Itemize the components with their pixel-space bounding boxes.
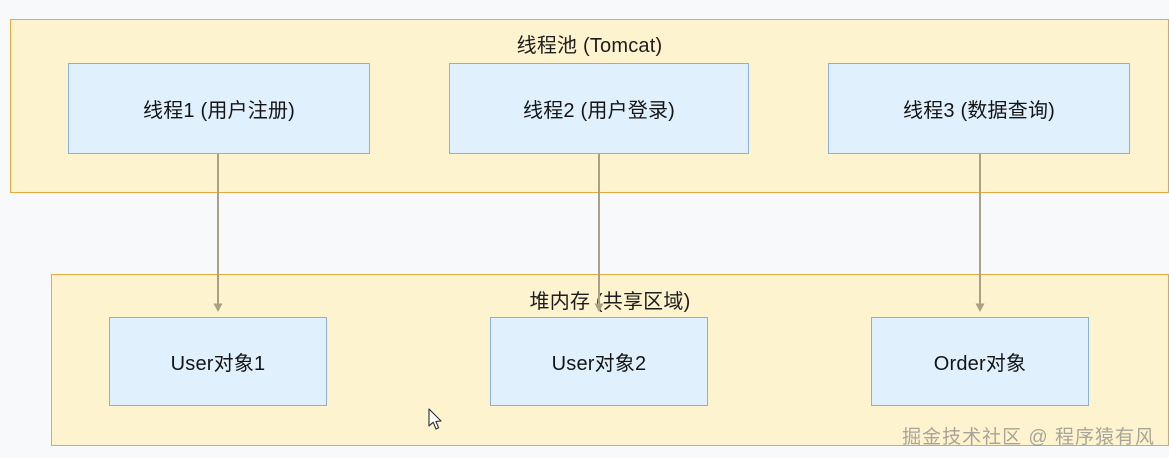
node-thread-1-label: 线程1 (用户注册) [143, 100, 295, 122]
watermark-text: 掘金技术社区 @ 程序猿有风 [902, 427, 1155, 448]
node-order-object-label: Order对象 [933, 353, 1027, 375]
node-user-object-2-label: User对象2 [551, 353, 647, 375]
node-thread-2[interactable]: 线程2 (用户登录) [449, 63, 749, 154]
node-user-object-1-label: User对象1 [170, 353, 266, 375]
node-order-object[interactable]: Order对象 [871, 317, 1089, 406]
node-thread-2-label: 线程2 (用户登录) [523, 100, 675, 122]
node-user-object-2[interactable]: User对象2 [490, 317, 708, 406]
node-thread-3-label: 线程3 (数据查询) [903, 100, 1055, 122]
group-thread-pool-title: 线程池 (Tomcat) [516, 35, 663, 57]
node-user-object-1[interactable]: User对象1 [109, 317, 327, 406]
group-heap-memory-title: 堆内存 (共享区域) [529, 291, 691, 313]
mouse-cursor-icon [428, 408, 442, 430]
node-thread-3[interactable]: 线程3 (数据查询) [828, 63, 1130, 154]
node-thread-1[interactable]: 线程1 (用户注册) [68, 63, 370, 154]
